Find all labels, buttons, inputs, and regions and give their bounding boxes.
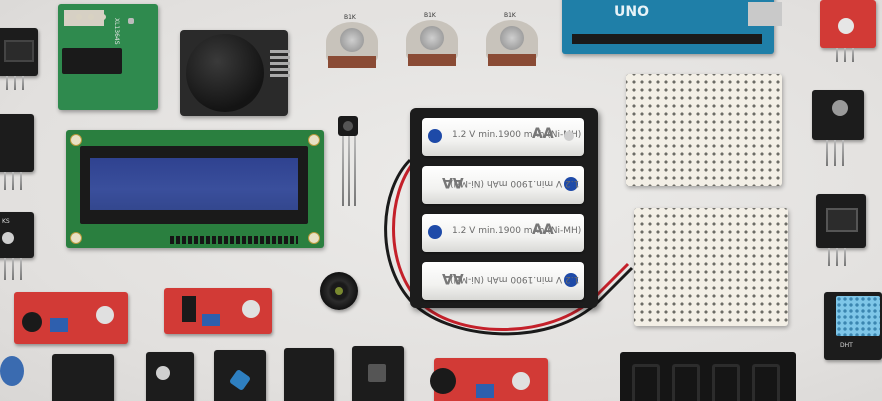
potentiometer-1-label: B1K: [344, 14, 356, 21]
sensor-module-bottom-1: [52, 354, 114, 401]
seven-segment-display: [620, 352, 796, 401]
microphone-module-left: [14, 292, 128, 344]
battery-1: 1.2 V min.1900 mAh (Ni-MH) AA: [422, 118, 584, 156]
arduino-brand-label: UNO: [614, 4, 649, 20]
left-module-tag: KS: [2, 218, 10, 225]
arduino-uno-board: UNO: [562, 0, 782, 54]
sensor-module-left-3: KS: [0, 212, 34, 258]
potentiometer-2-label: B1K: [424, 12, 436, 19]
sensor-module-left-2: [0, 114, 34, 172]
microphone-module-right: [430, 358, 548, 401]
battery-3-label: 1.2 V min.1900 mAh (Ni-MH): [452, 226, 582, 236]
sensor-module-red-center: [164, 288, 272, 334]
sensor-module-bottom-4: [284, 348, 334, 401]
sensor-module-right-2: [816, 194, 866, 248]
button-module: [352, 346, 404, 401]
ic-module-green: XL1364S: [58, 4, 158, 110]
sensor-module-top-right: [820, 0, 876, 48]
lcd-screen: [90, 158, 298, 210]
battery-2: 1.2 V min.1900 mAh (Ni-MH) AA: [422, 166, 584, 204]
sensor-module-bottom-2: [146, 352, 194, 401]
buzzer: [320, 272, 358, 310]
battery-1-size: AA: [532, 126, 554, 142]
potentiometer-2: B1K: [406, 8, 458, 78]
bottom-module-tag: DHT: [840, 342, 853, 349]
battery-4: 1.2 V min.1900 mAh (Ni-MH) AA: [422, 262, 584, 300]
battery-4-size: AA: [442, 270, 464, 286]
breadboard-top: [626, 74, 782, 186]
sensor-module-right-1: [812, 90, 864, 140]
ir-receiver: [338, 116, 358, 136]
sensor-module-bottom-3: [214, 350, 266, 401]
battery-2-label: 1.2 V min.1900 mAh (Ni-MH): [450, 178, 580, 188]
battery-2-size: AA: [442, 174, 464, 190]
potentiometer-1: B1K: [326, 10, 378, 80]
battery-3: 1.2 V min.1900 mAh (Ni-MH) AA: [422, 214, 584, 252]
dht-sensor: [836, 296, 880, 336]
lcd-module: [66, 130, 324, 248]
breadboard-bottom: [634, 208, 788, 326]
sensor-module-top-left: [0, 28, 38, 76]
battery-4-label: 1.2 V min.1900 mAh (Ni-MH): [450, 274, 580, 284]
temperature-sensor-module: DHT: [824, 292, 882, 360]
led-module-bottom-left: [0, 356, 24, 386]
joystick-module: [180, 30, 290, 116]
relay-chip-label: XL1364S: [113, 18, 120, 45]
battery-1-label: 1.2 V min.1900 mAh (Ni-MH): [452, 130, 582, 140]
battery-3-size: AA: [532, 222, 554, 238]
potentiometer-3: B1K: [486, 8, 538, 78]
potentiometer-3-label: B1K: [504, 12, 516, 19]
